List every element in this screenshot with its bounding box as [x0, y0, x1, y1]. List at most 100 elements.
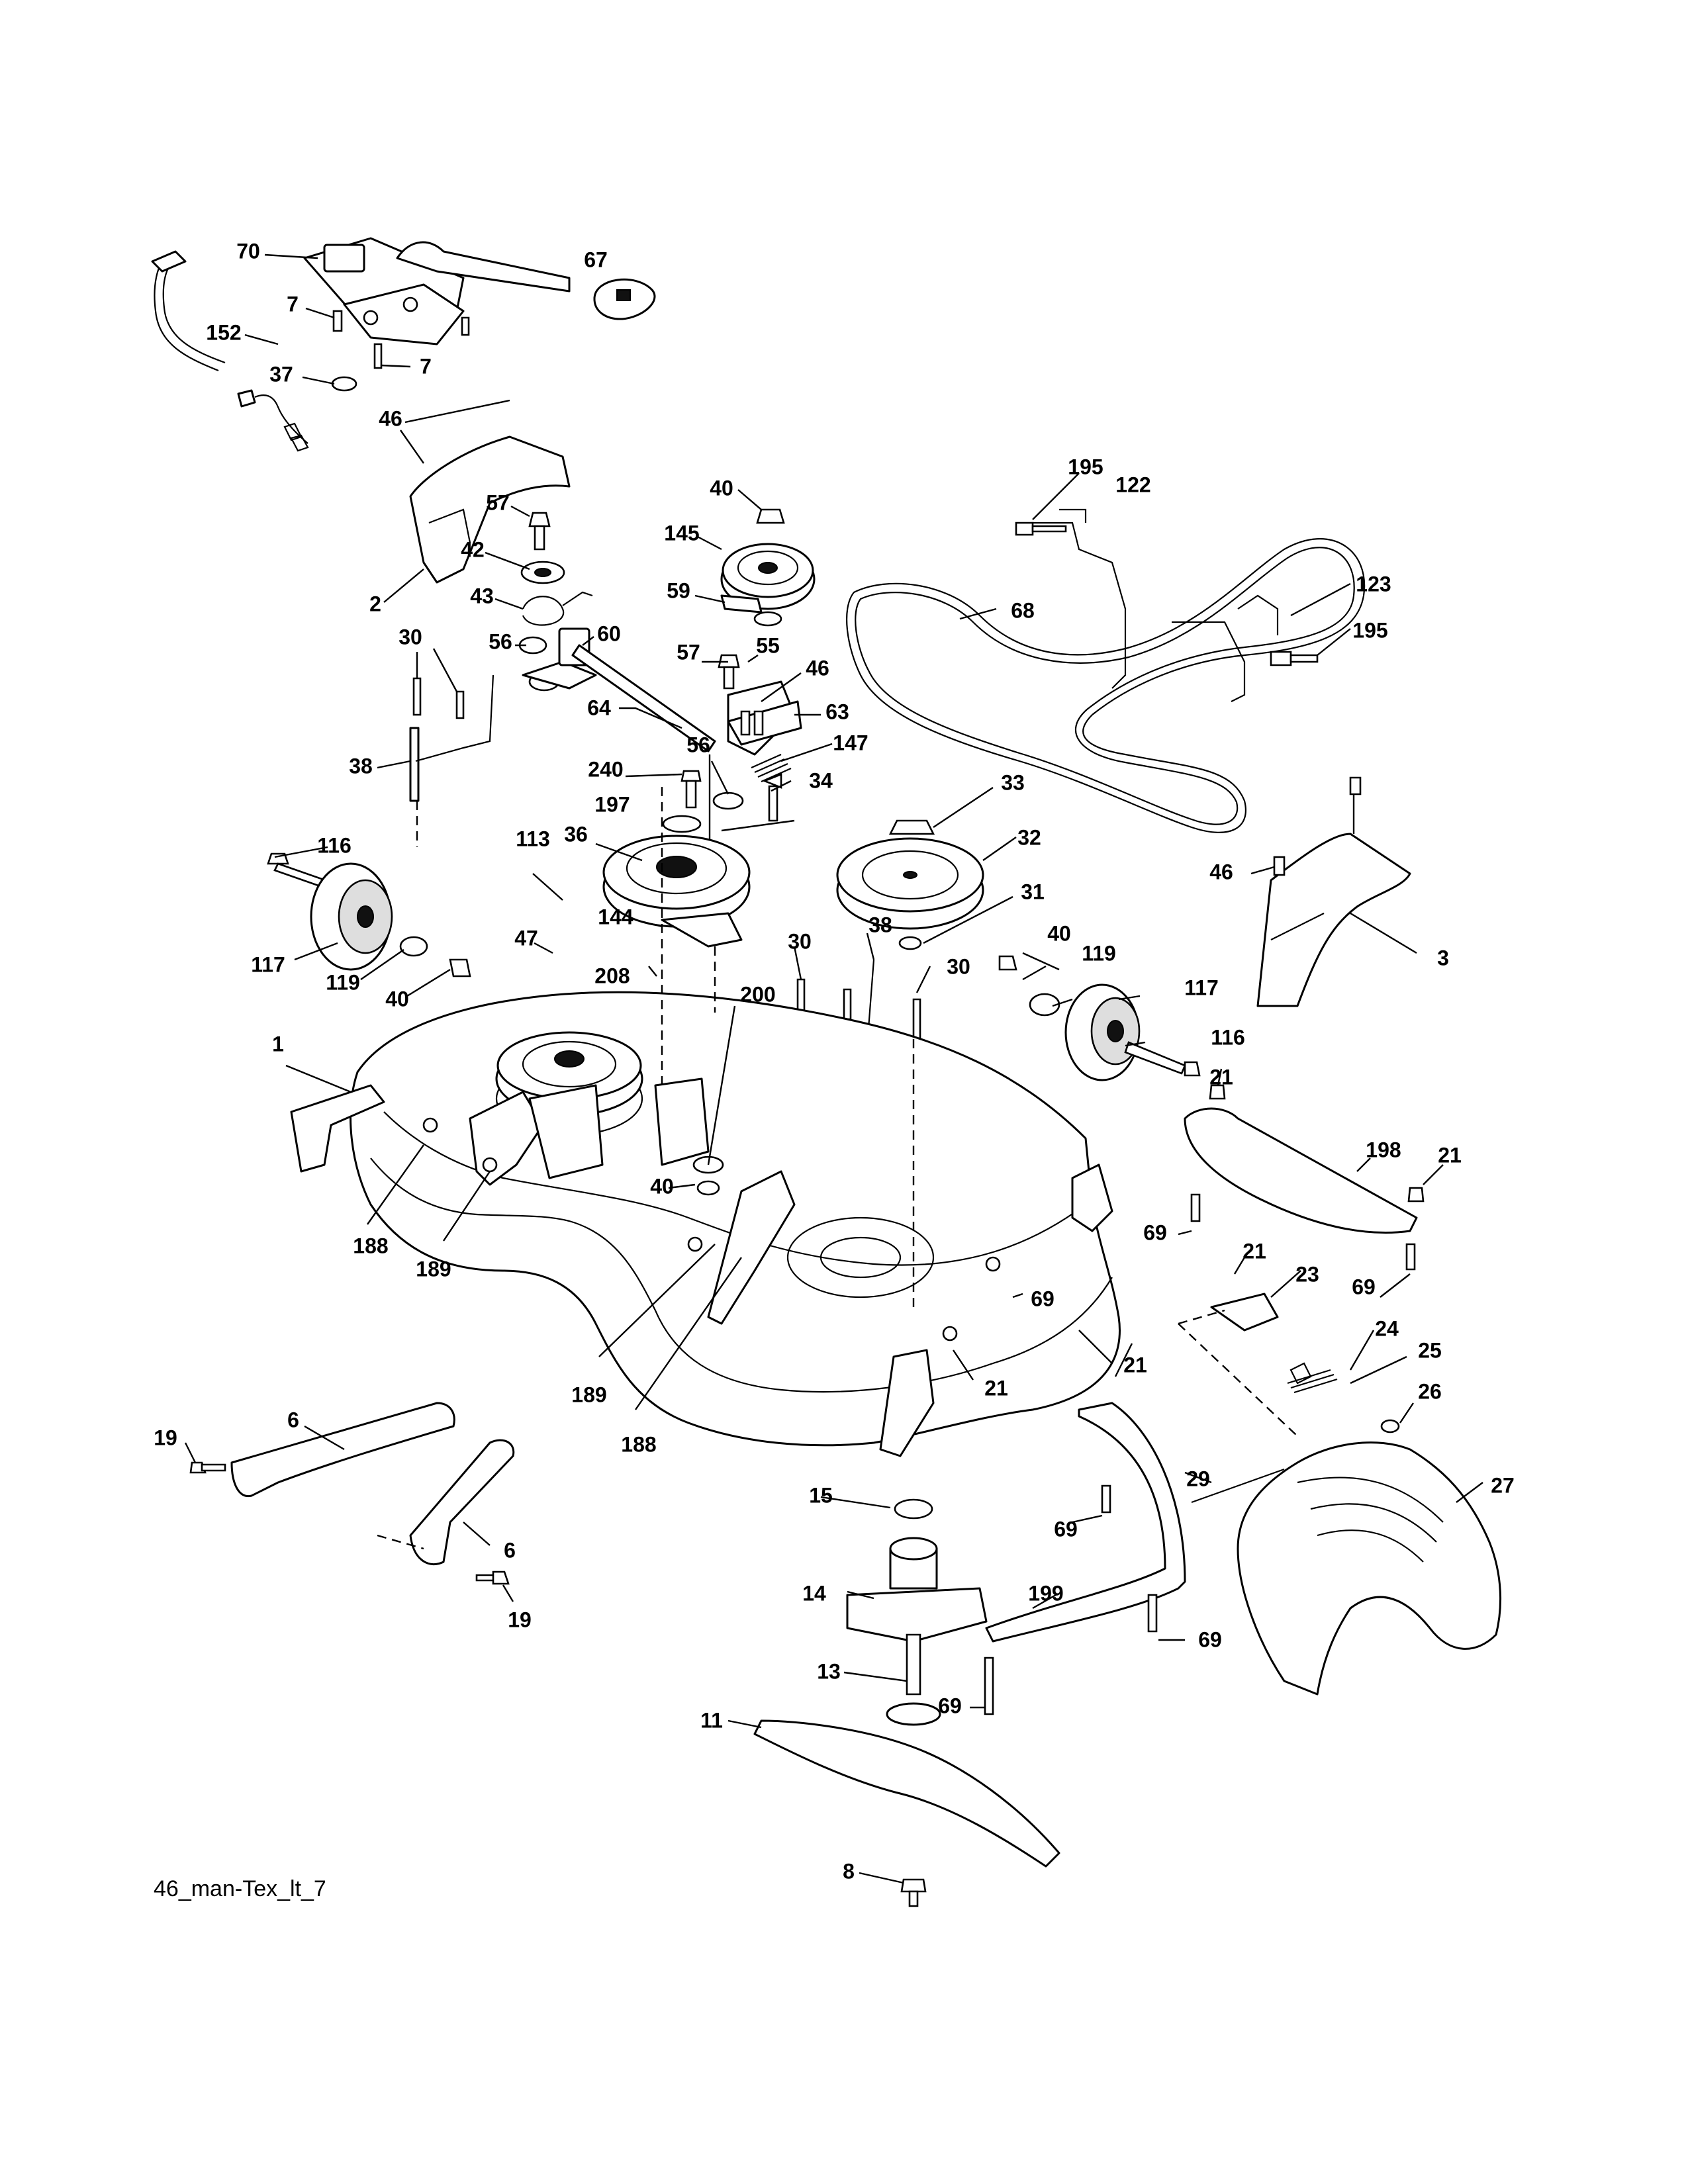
callout-57: 57 — [486, 490, 510, 514]
belt-68 — [846, 538, 1366, 833]
callout-188: 188 — [621, 1432, 656, 1456]
belt-guard-3 — [1256, 776, 1411, 1007]
callout-69: 69 — [1352, 1275, 1376, 1298]
callout-24: 24 — [1375, 1316, 1399, 1340]
callout-47: 47 — [514, 926, 538, 950]
baffle-199 — [984, 1402, 1186, 1715]
callout-30: 30 — [399, 625, 422, 649]
pulley-36 — [602, 815, 751, 948]
callout-1: 1 — [272, 1032, 284, 1056]
callout-56: 56 — [686, 733, 710, 756]
callout-23: 23 — [1295, 1262, 1319, 1286]
leader-lines — [184, 253, 1483, 1884]
callout-7: 7 — [420, 354, 432, 378]
callout-3: 3 — [1437, 946, 1449, 970]
callout-46: 46 — [1209, 860, 1233, 884]
callout-200: 200 — [740, 982, 775, 1006]
callout-208: 208 — [594, 964, 630, 987]
callout-197: 197 — [594, 792, 630, 816]
callout-189: 189 — [416, 1257, 451, 1281]
gauge-wheel-right — [998, 955, 1201, 1081]
callout-26: 26 — [1418, 1379, 1442, 1403]
callout-122: 122 — [1115, 473, 1150, 496]
callout-37: 37 — [269, 362, 293, 386]
callout-40: 40 — [650, 1174, 674, 1198]
callout-55: 55 — [756, 633, 780, 657]
callout-195: 195 — [1068, 455, 1103, 478]
callout-64: 64 — [587, 696, 611, 719]
callout-69: 69 — [1054, 1517, 1078, 1541]
callout-33: 33 — [1001, 770, 1025, 794]
callout-38: 38 — [349, 754, 373, 778]
callout-240: 240 — [588, 757, 623, 781]
callout-145: 145 — [664, 521, 699, 545]
callout-147: 147 — [833, 731, 868, 754]
callout-117: 117 — [251, 952, 285, 976]
callout-116: 116 — [1211, 1025, 1245, 1049]
callout-46: 46 — [806, 656, 829, 680]
callout-13: 13 — [817, 1659, 841, 1683]
callout-31: 31 — [1021, 880, 1045, 903]
callout-46: 46 — [379, 406, 402, 430]
discharge-chute-27 — [1191, 1441, 1502, 1696]
callout-7: 7 — [287, 292, 299, 316]
mower-deck-1 — [290, 781, 1121, 1457]
callout-2: 2 — [369, 592, 381, 615]
lift-lever-assembly — [151, 237, 571, 452]
callout-34: 34 — [809, 768, 833, 792]
callout-19: 19 — [508, 1608, 532, 1631]
gauge-wheel-left — [267, 852, 471, 978]
chute-bracket-23 — [1178, 1293, 1400, 1437]
callout-69: 69 — [1031, 1287, 1055, 1310]
callout-119: 119 — [1082, 941, 1116, 965]
callout-144: 144 — [598, 905, 633, 929]
callout-29: 29 — [1186, 1467, 1210, 1490]
callout-195: 195 — [1352, 618, 1387, 642]
callout-123: 123 — [1356, 572, 1391, 596]
callout-116: 116 — [317, 833, 352, 857]
callout-188: 188 — [353, 1234, 388, 1257]
callout-63: 63 — [825, 700, 849, 723]
callout-199: 199 — [1028, 1581, 1063, 1605]
knob-67 — [593, 278, 656, 320]
callout-60: 60 — [597, 621, 621, 645]
callout-14: 14 — [802, 1581, 826, 1605]
callout-40: 40 — [1047, 921, 1071, 945]
idler-arm-hardware — [518, 512, 802, 874]
callout-21: 21 — [1438, 1143, 1462, 1167]
callout-30: 30 — [788, 929, 812, 953]
spindle-assembly — [753, 1498, 1060, 1907]
callout-43: 43 — [470, 584, 494, 608]
callout-labels: 70 67 7 152 7 37 46 2 57 42 43 56 60 30 … — [154, 239, 1515, 1883]
callout-69: 69 — [1143, 1220, 1167, 1244]
callout-117: 117 — [1184, 976, 1219, 999]
callout-56: 56 — [489, 629, 512, 653]
callout-32: 32 — [1017, 825, 1041, 849]
baffle-198 — [1184, 1084, 1425, 1271]
callout-8: 8 — [843, 1859, 855, 1883]
callout-38: 38 — [868, 913, 892, 936]
callout-198: 198 — [1366, 1138, 1401, 1161]
callout-57: 57 — [677, 640, 700, 664]
callout-69: 69 — [1198, 1627, 1222, 1651]
callout-21: 21 — [1123, 1353, 1147, 1377]
belt-keeper-122 — [1015, 508, 1319, 702]
callout-40: 40 — [385, 987, 409, 1011]
callout-27: 27 — [1491, 1473, 1515, 1497]
callout-119: 119 — [326, 970, 360, 994]
callout-15: 15 — [809, 1483, 833, 1507]
callout-25: 25 — [1418, 1338, 1442, 1362]
callout-68: 68 — [1011, 598, 1035, 622]
callout-59: 59 — [667, 578, 690, 602]
callout-21: 21 — [1209, 1065, 1233, 1089]
callout-6: 6 — [287, 1408, 299, 1432]
callout-69: 69 — [938, 1694, 962, 1717]
callout-21: 21 — [984, 1376, 1008, 1400]
callout-36: 36 — [564, 822, 588, 846]
hanger-brackets-6 — [189, 1402, 515, 1585]
callout-30: 30 — [947, 954, 970, 978]
callout-152: 152 — [206, 320, 241, 344]
pulley-145 — [720, 508, 816, 627]
callout-67: 67 — [584, 248, 608, 271]
